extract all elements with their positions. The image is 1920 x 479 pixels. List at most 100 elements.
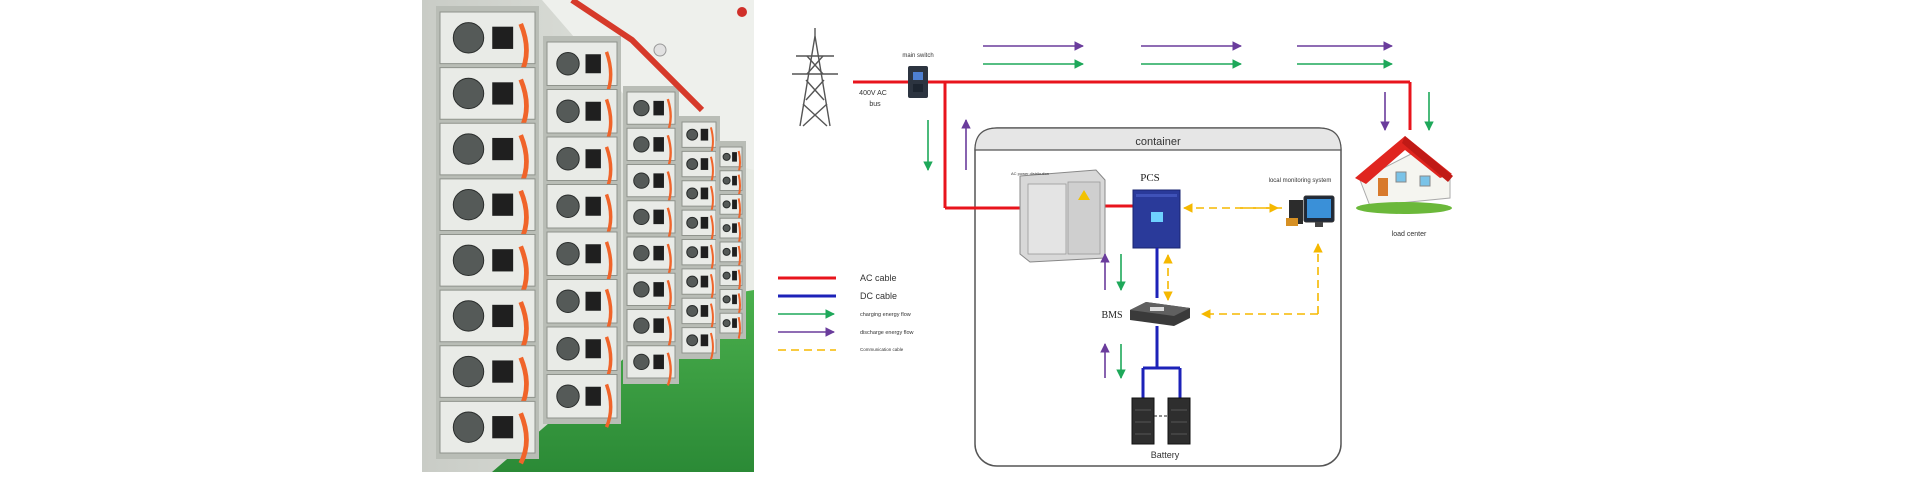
terminal-block	[653, 173, 664, 188]
load-center-label: load center	[1392, 231, 1427, 238]
battery-module	[719, 146, 743, 168]
terminal-block	[585, 54, 601, 74]
battery-label: Battery	[1151, 450, 1180, 460]
terminal-block	[700, 305, 709, 317]
fan-icon	[686, 246, 699, 259]
fan-icon	[452, 300, 485, 332]
fan-icon	[633, 244, 650, 262]
fan-icon	[686, 158, 699, 171]
power-tower-icon	[792, 28, 838, 127]
terminal-block	[492, 416, 514, 439]
terminal-block	[653, 100, 664, 116]
fan-icon	[722, 271, 731, 280]
terminal-block	[732, 152, 737, 162]
legend: AC cable DC cable charging energy flow d…	[778, 273, 914, 352]
battery-module	[719, 289, 743, 310]
fan-icon	[633, 317, 650, 334]
legend-label-comm: Communication cable	[860, 347, 904, 352]
orange-cable	[604, 383, 613, 428]
legend-item-dc: DC cable	[778, 291, 897, 301]
fan-icon	[556, 384, 580, 408]
bms-label: BMS	[1101, 310, 1122, 321]
fan-icon	[686, 304, 699, 317]
top-flow-arrows	[923, 41, 1434, 171]
terminal-block	[700, 158, 709, 170]
fan-icon	[556, 242, 580, 266]
terminal-block	[585, 244, 601, 264]
battery-module	[719, 312, 743, 334]
dc-cable-lines	[1141, 248, 1182, 398]
terminal-block	[492, 304, 514, 328]
monitor-icon	[1286, 195, 1335, 227]
terminal-block	[492, 26, 514, 49]
orange-cable	[737, 316, 742, 339]
terminal-block	[700, 246, 709, 259]
terminal-block	[585, 386, 601, 406]
terminal-block	[700, 216, 709, 229]
fan-icon	[556, 147, 580, 171]
battery-module	[719, 194, 743, 215]
battery-module	[719, 265, 743, 286]
legend-label-discharge: discharge energy flow	[860, 330, 914, 336]
terminal-block	[653, 245, 664, 261]
terminal-block	[732, 247, 737, 257]
fan-icon	[722, 152, 731, 161]
communication-lines	[1163, 203, 1323, 319]
terminal-block	[585, 291, 601, 311]
orange-cable	[709, 332, 714, 360]
terminal-block	[653, 137, 664, 152]
fan-icon	[722, 200, 731, 209]
terminal-block	[732, 199, 737, 210]
battery-module	[719, 241, 743, 263]
terminal-block	[700, 334, 709, 347]
terminal-block	[492, 137, 514, 161]
terminal-block	[732, 175, 737, 186]
fan-icon	[633, 281, 650, 298]
fan-icon	[452, 244, 485, 277]
battery-rack-photo	[422, 0, 754, 472]
terminal-block	[700, 275, 709, 288]
fan-icon	[722, 319, 731, 328]
terminal-block	[492, 193, 514, 216]
terminal-block	[492, 249, 514, 272]
ac-distribution-label: AC power distribution	[1011, 171, 1049, 176]
bus-label: bus	[869, 101, 881, 108]
terminal-block	[585, 339, 601, 359]
terminal-block	[585, 149, 601, 169]
bus-voltage-label: 400V AC	[859, 90, 887, 97]
fan-icon	[452, 355, 485, 388]
fan-icon	[722, 295, 731, 304]
fan-icon	[686, 216, 699, 229]
fan-icon	[686, 275, 699, 288]
legend-item-discharge: discharge energy flow	[778, 327, 914, 337]
legend-label-dc: DC cable	[860, 291, 897, 301]
legend-item-ac: AC cable	[778, 273, 897, 283]
fan-icon	[556, 337, 580, 361]
main-switch-label: main switch	[902, 53, 933, 59]
internal-flow-arrows	[1100, 253, 1126, 379]
fan-icon	[633, 353, 650, 371]
terminal-block	[653, 318, 664, 333]
battery-module	[719, 217, 743, 239]
fan-icon	[452, 22, 485, 54]
pcs-label: PCS	[1140, 172, 1160, 184]
fan-icon	[452, 188, 485, 221]
fan-icon	[633, 208, 650, 226]
orange-cable	[518, 412, 529, 465]
pcs-icon	[1132, 189, 1181, 249]
fan-icon	[452, 411, 485, 443]
fan-icon	[722, 247, 731, 256]
legend-label-charge: charging energy flow	[860, 312, 911, 318]
battery-cabinets-icon	[1131, 397, 1191, 445]
fan-icon	[722, 176, 731, 185]
fan-icon	[633, 172, 650, 189]
terminal-block	[732, 270, 737, 281]
orange-cable	[666, 352, 672, 386]
fan-icon	[452, 133, 485, 165]
fan-icon	[556, 52, 580, 76]
house-icon	[1355, 136, 1453, 214]
fan-icon	[633, 99, 650, 117]
fan-icon	[722, 224, 731, 233]
fan-icon	[686, 334, 699, 347]
terminal-block	[492, 360, 514, 383]
